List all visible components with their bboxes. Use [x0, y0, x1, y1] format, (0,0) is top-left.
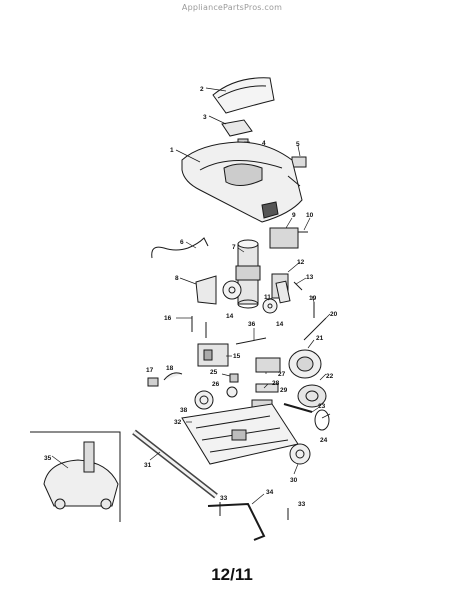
callout-18: 18 — [166, 365, 174, 372]
part-top-cover — [212, 77, 275, 114]
part-rear-wheel — [289, 443, 311, 465]
part-screws — [191, 316, 207, 338]
callout-26: 26 — [212, 381, 220, 388]
part-brush-roll — [132, 429, 218, 499]
part-filter — [221, 119, 253, 137]
callout-33-right: 33 — [298, 501, 306, 508]
callout-30: 30 — [290, 477, 298, 484]
callout-21: 21 — [316, 335, 324, 342]
callout-16: 16 — [164, 315, 172, 322]
part-drum — [297, 384, 327, 408]
callout-11: 11 — [264, 294, 271, 301]
callout-36: 36 — [248, 321, 256, 328]
part-motor-housing — [235, 239, 261, 309]
callout-27: 27 — [278, 371, 286, 378]
callout-14-left: 14 — [226, 313, 234, 320]
inset-assembled-view — [30, 431, 121, 522]
callout-1: 1 — [170, 147, 174, 154]
callout-31: 31 — [144, 462, 152, 469]
part-chassis-block — [197, 343, 229, 367]
callout-29: 29 — [280, 387, 288, 394]
part-small-fittings — [226, 373, 239, 398]
part-bottom-screws — [219, 502, 289, 520]
part-crank-handle — [207, 502, 266, 541]
callout-24: 24 — [320, 437, 328, 444]
callout-10: 10 — [306, 212, 314, 219]
part-cord — [151, 237, 209, 259]
callout-3: 3 — [203, 114, 207, 121]
callout-38: 38 — [180, 407, 188, 414]
callout-7: 7 — [232, 244, 236, 251]
callout-8: 8 — [175, 275, 179, 282]
callout-23: 23 — [318, 403, 326, 410]
part-belt — [314, 409, 330, 431]
part-discs — [222, 280, 278, 314]
part-main-hood — [181, 141, 303, 223]
callout-32: 32 — [174, 419, 182, 426]
part-switch-arm — [303, 302, 327, 341]
part-small-clips — [147, 372, 183, 387]
part-base-frame — [181, 403, 299, 465]
callout-15: 15 — [233, 353, 241, 360]
part-rod — [283, 403, 313, 413]
callout-9: 9 — [292, 212, 296, 219]
callout-33-left: 33 — [220, 495, 228, 502]
callout-4: 4 — [262, 140, 266, 147]
callout-34: 34 — [266, 489, 274, 496]
part-left-bracket — [195, 275, 217, 305]
callout-17: 17 — [146, 367, 154, 374]
callout-20: 20 — [330, 311, 338, 318]
part-top-bracket — [269, 227, 308, 249]
callout-22: 22 — [326, 373, 334, 380]
callout-25: 25 — [210, 369, 218, 376]
callout-labels: 2 3 4 5 1 6 9 10 7 12 8 13 11 14 14 19 1… — [44, 86, 338, 508]
part-motor — [288, 349, 322, 379]
page-number: 12/11 — [211, 565, 253, 584]
callout-12: 12 — [297, 259, 305, 266]
callout-2: 2 — [200, 86, 204, 93]
part-switch-block — [255, 357, 281, 373]
watermark: AppliancePartsPros.com — [181, 3, 283, 12]
callout-5: 5 — [296, 141, 300, 148]
leader-lines — [51, 87, 331, 505]
callout-6: 6 — [180, 239, 184, 246]
part-side-block — [291, 156, 307, 168]
callout-35: 35 — [44, 455, 52, 462]
callout-19: 19 — [309, 295, 317, 302]
part-left-wheel — [194, 390, 214, 410]
callout-28: 28 — [272, 380, 280, 387]
callout-13: 13 — [306, 274, 314, 281]
part-right-linkage — [271, 273, 303, 304]
callout-14-right: 14 — [276, 321, 284, 328]
part-small-rod — [235, 337, 267, 345]
